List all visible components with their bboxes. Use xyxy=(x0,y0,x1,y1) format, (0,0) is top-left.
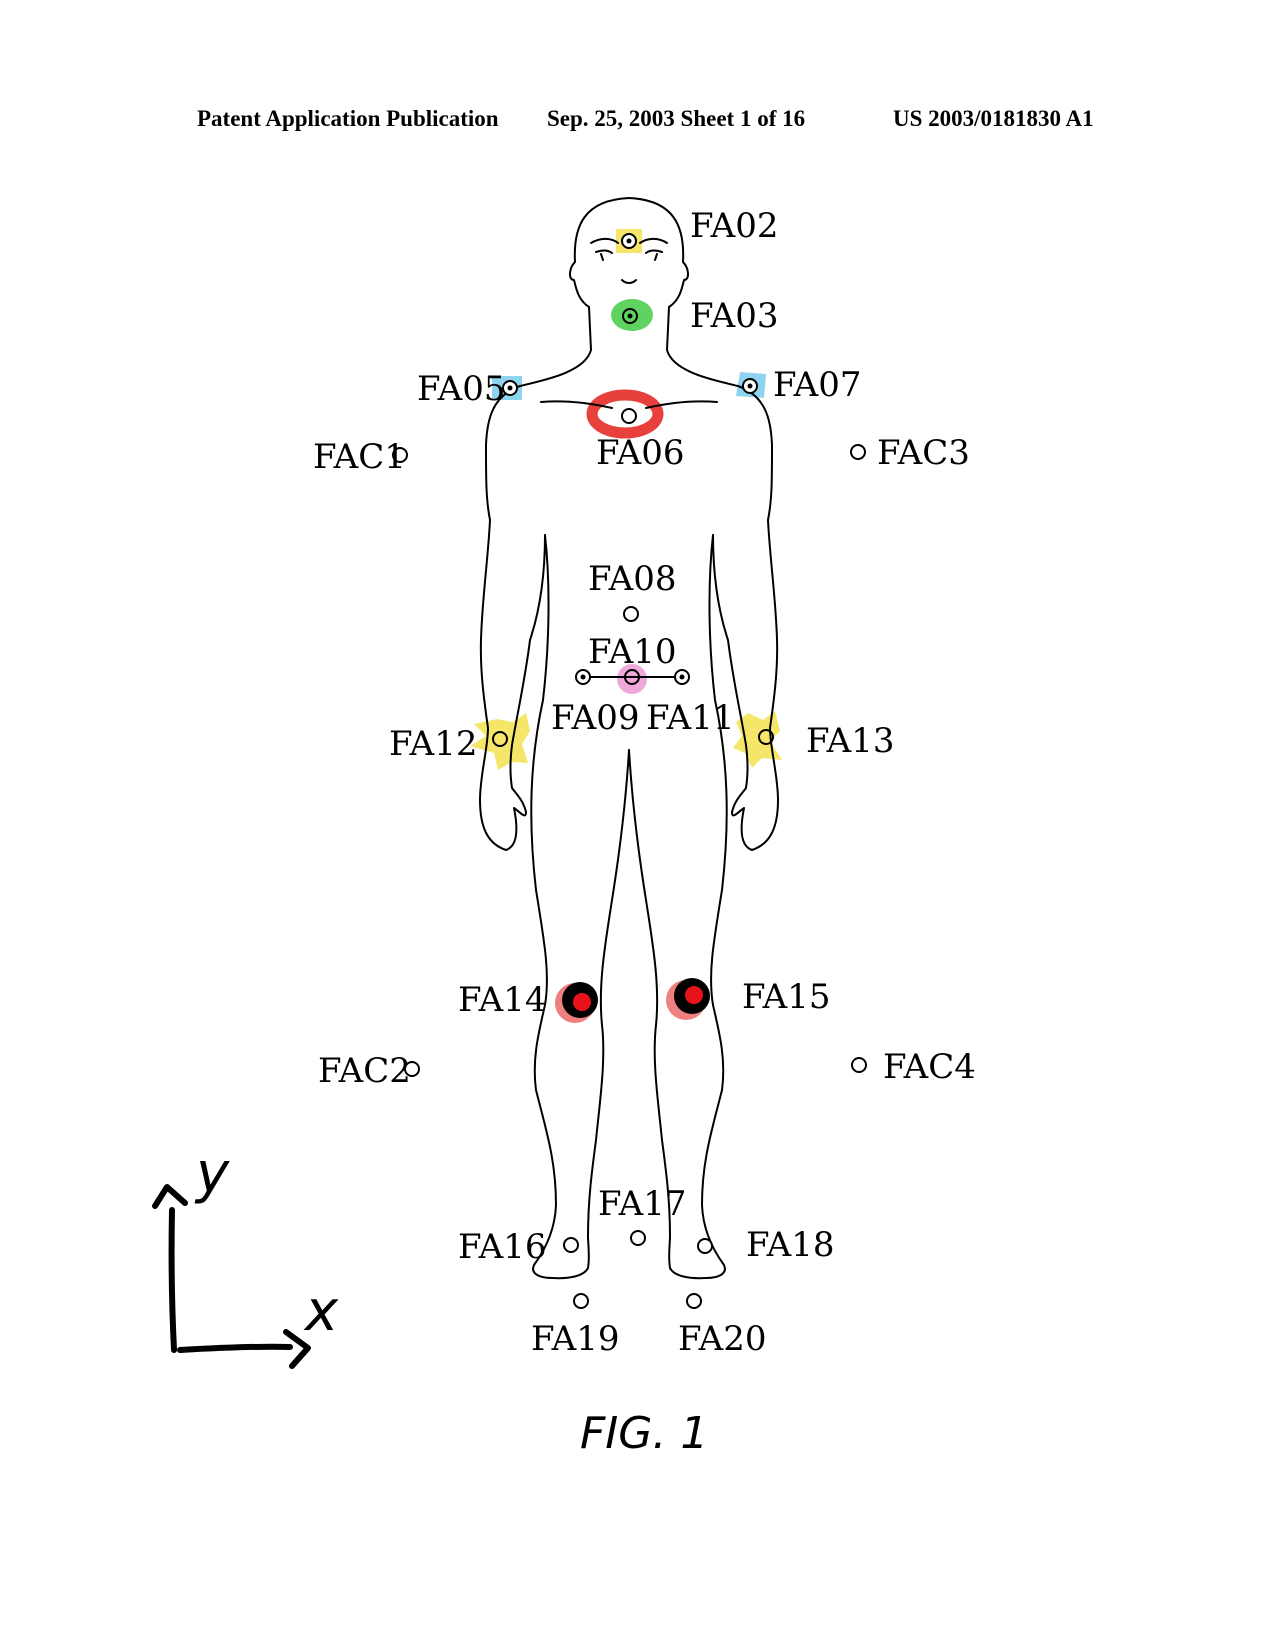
label-fa16: FA16 xyxy=(458,1227,546,1267)
marker-fa08 xyxy=(623,606,639,622)
label-fa09: FA09 xyxy=(551,698,639,738)
left-torso xyxy=(530,534,557,1206)
highlight-fa06 xyxy=(586,389,664,439)
label-fa05: FA05 xyxy=(417,369,505,409)
x-axis-arrowhead xyxy=(283,1329,311,1369)
inner-right-leg xyxy=(628,749,671,1237)
marker-fa16 xyxy=(563,1237,579,1253)
head-outline xyxy=(569,197,689,308)
figure-caption: FIG. 1 xyxy=(580,1408,708,1459)
left-arm-outer xyxy=(479,519,527,851)
label-fa08: FA08 xyxy=(588,559,676,599)
marker-fa20 xyxy=(686,1293,702,1309)
axis-label-y: y xyxy=(194,1141,230,1206)
marker-fa07-dot xyxy=(747,383,753,389)
label-fa12: FA12 xyxy=(389,724,477,764)
y-axis-arrowhead xyxy=(152,1184,188,1209)
left-arm-inner xyxy=(511,534,546,746)
label-fa10: FA10 xyxy=(588,632,676,672)
marker-fa19 xyxy=(573,1293,589,1309)
label-fa13: FA13 xyxy=(806,721,894,761)
right-brow xyxy=(639,237,668,244)
right-arm-inner xyxy=(712,534,747,746)
label-fa17: FA17 xyxy=(598,1184,686,1224)
marker-fa09-dot xyxy=(580,674,586,680)
label-fa20: FA20 xyxy=(678,1319,766,1359)
label-fa18: FA18 xyxy=(746,1225,834,1265)
label-fac3: FAC3 xyxy=(877,433,970,473)
highlights xyxy=(470,229,782,1023)
left-neck-shoulder xyxy=(485,306,592,521)
marker-fa02-dot xyxy=(626,238,632,244)
marker-fa13 xyxy=(758,729,774,745)
label-fa02: FA02 xyxy=(690,206,778,246)
highlight-fa12 xyxy=(470,713,530,770)
marker-fa06 xyxy=(621,408,637,424)
label-fa19: FA19 xyxy=(531,1319,619,1359)
left-brow xyxy=(590,237,619,244)
nose xyxy=(621,279,637,284)
inner-left-leg xyxy=(587,749,630,1237)
right-eye xyxy=(645,249,663,261)
marker-fa12 xyxy=(492,731,508,747)
highlight-fa10 xyxy=(617,664,647,694)
right-foot xyxy=(668,1204,726,1280)
label-fac4: FAC4 xyxy=(883,1047,976,1087)
right-arm-outer xyxy=(731,519,779,851)
marker-fa17 xyxy=(630,1230,646,1246)
marker-fac4 xyxy=(851,1057,867,1073)
marker-fac2 xyxy=(404,1061,420,1077)
marker-fa11-dot xyxy=(679,674,685,680)
marker-fa05-dot xyxy=(507,385,513,391)
left-foot xyxy=(532,1204,590,1280)
marker-fa18 xyxy=(697,1238,713,1254)
collarbone xyxy=(540,400,718,409)
label-fa07: FA07 xyxy=(773,365,861,405)
x-axis-line xyxy=(177,1343,293,1353)
label-fa11: FA11 xyxy=(646,698,734,738)
right-torso xyxy=(701,534,728,1206)
marker-fac1 xyxy=(392,447,408,463)
marker-fa14-core xyxy=(573,993,591,1011)
marker-fa15-core xyxy=(685,986,703,1004)
label-fa06: FA06 xyxy=(596,433,684,473)
date-sheet-label: Sep. 25, 2003 Sheet 1 of 16 xyxy=(547,106,806,131)
marker-fa03-dot xyxy=(627,313,633,319)
label-fa14: FA14 xyxy=(458,980,546,1020)
axes: y x xyxy=(152,1141,339,1369)
label-fa15: FA15 xyxy=(742,977,830,1017)
markers xyxy=(392,233,867,1309)
label-fa03: FA03 xyxy=(690,296,778,336)
right-neck-shoulder xyxy=(666,306,773,521)
highlight-fa13 xyxy=(733,711,782,768)
marker-fa03 xyxy=(622,308,638,324)
left-eye xyxy=(595,249,613,261)
body-outline xyxy=(479,197,779,1280)
marker-fac3 xyxy=(850,444,866,460)
label-fac1: FAC1 xyxy=(313,437,406,477)
publication-label: Patent Application Publication xyxy=(197,106,499,131)
label-fac2: FAC2 xyxy=(318,1051,411,1091)
y-axis-line xyxy=(168,1207,177,1353)
axis-label-x: x xyxy=(303,1279,339,1344)
marker-labels: FA02 FA03 FA05 FA07 FAC1 FA06 FAC3 FA08 … xyxy=(313,206,976,1359)
patent-number: US 2003/0181830 A1 xyxy=(893,106,1094,131)
marker-fa10 xyxy=(624,669,640,685)
